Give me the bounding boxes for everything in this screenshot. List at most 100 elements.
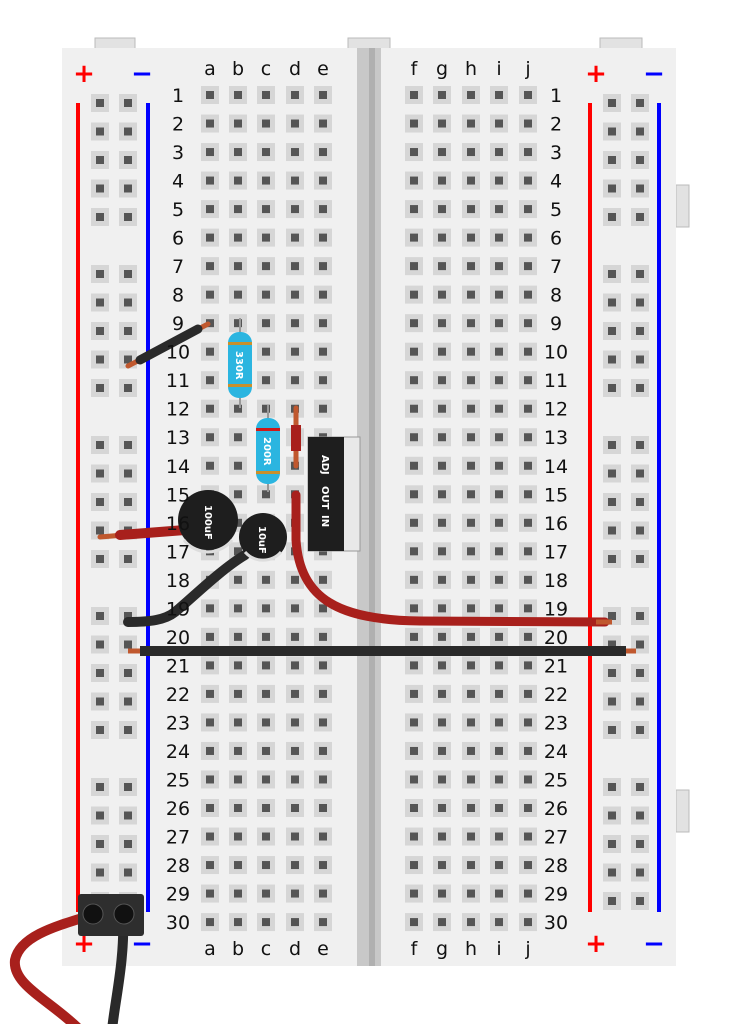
rail-hole-right-plus[interactable] bbox=[603, 350, 621, 369]
hole-i9[interactable] bbox=[490, 314, 508, 333]
rail-hole-left-plus[interactable] bbox=[91, 493, 109, 511]
hole-b3[interactable] bbox=[229, 143, 247, 162]
rail-hole-left-minus[interactable] bbox=[119, 835, 137, 853]
rail-hole-left-plus[interactable] bbox=[91, 664, 109, 682]
hole-i21[interactable] bbox=[490, 656, 508, 675]
hole-e21[interactable] bbox=[314, 656, 332, 675]
hole-h22[interactable] bbox=[462, 684, 480, 703]
hole-b18[interactable] bbox=[229, 570, 247, 589]
hole-j11[interactable] bbox=[519, 371, 537, 390]
hole-f2[interactable] bbox=[405, 114, 423, 133]
hole-f3[interactable] bbox=[405, 143, 423, 162]
hole-i29[interactable] bbox=[490, 884, 508, 903]
hole-i12[interactable] bbox=[490, 399, 508, 418]
hole-j25[interactable] bbox=[519, 770, 537, 789]
hole-a8[interactable] bbox=[201, 285, 219, 304]
hole-a13[interactable] bbox=[201, 428, 219, 447]
rail-hole-right-plus[interactable] bbox=[603, 122, 621, 141]
hole-h7[interactable] bbox=[462, 257, 480, 276]
rail-hole-left-plus[interactable] bbox=[91, 835, 109, 853]
hole-f19[interactable] bbox=[405, 599, 423, 618]
hole-e4[interactable] bbox=[314, 171, 332, 190]
rail-hole-left-plus[interactable] bbox=[91, 94, 109, 112]
hole-d26[interactable] bbox=[286, 799, 304, 817]
rail-hole-left-plus[interactable] bbox=[91, 550, 109, 568]
hole-g14[interactable] bbox=[433, 456, 451, 475]
rail-hole-left-minus[interactable] bbox=[119, 436, 137, 454]
hole-j26[interactable] bbox=[519, 799, 537, 817]
hole-d1[interactable] bbox=[286, 86, 304, 104]
hole-h13[interactable] bbox=[462, 428, 480, 447]
hole-i27[interactable] bbox=[490, 827, 508, 846]
hole-b29[interactable] bbox=[229, 884, 247, 903]
hole-f30[interactable] bbox=[405, 913, 423, 932]
hole-e5[interactable] bbox=[314, 200, 332, 219]
hole-f5[interactable] bbox=[405, 200, 423, 219]
hole-i5[interactable] bbox=[490, 200, 508, 219]
hole-j10[interactable] bbox=[519, 342, 537, 361]
hole-c19[interactable] bbox=[257, 599, 275, 618]
hole-g30[interactable] bbox=[433, 913, 451, 932]
hole-g18[interactable] bbox=[433, 570, 451, 589]
hole-g23[interactable] bbox=[433, 713, 451, 732]
hole-j14[interactable] bbox=[519, 456, 537, 475]
voltage-regulator[interactable]: ADJ OUT IN bbox=[307, 436, 361, 552]
hole-e9[interactable] bbox=[314, 314, 332, 333]
rail-hole-left-minus[interactable] bbox=[119, 806, 137, 825]
hole-e11[interactable] bbox=[314, 371, 332, 390]
hole-g19[interactable] bbox=[433, 599, 451, 618]
hole-e12[interactable] bbox=[314, 399, 332, 418]
hole-e22[interactable] bbox=[314, 684, 332, 703]
hole-i19[interactable] bbox=[490, 599, 508, 618]
hole-i28[interactable] bbox=[490, 856, 508, 875]
hole-d23[interactable] bbox=[286, 713, 304, 732]
rail-hole-left-plus[interactable] bbox=[91, 322, 109, 340]
hole-i7[interactable] bbox=[490, 257, 508, 276]
hole-f13[interactable] bbox=[405, 428, 423, 447]
rail-hole-left-plus[interactable] bbox=[91, 863, 109, 882]
hole-a28[interactable] bbox=[201, 856, 219, 875]
hole-a1[interactable] bbox=[201, 86, 219, 104]
rail-hole-right-minus[interactable] bbox=[631, 692, 649, 711]
rail-hole-right-minus[interactable] bbox=[631, 835, 649, 853]
hole-h27[interactable] bbox=[462, 827, 480, 846]
power-connector[interactable] bbox=[9, 894, 144, 1024]
rail-hole-right-minus[interactable] bbox=[631, 806, 649, 825]
rail-hole-right-plus[interactable] bbox=[603, 721, 621, 739]
rail-hole-right-plus[interactable] bbox=[603, 293, 621, 312]
hole-h5[interactable] bbox=[462, 200, 480, 219]
hole-c1[interactable] bbox=[257, 86, 275, 104]
hole-j24[interactable] bbox=[519, 741, 537, 760]
hole-c21[interactable] bbox=[257, 656, 275, 675]
hole-i18[interactable] bbox=[490, 570, 508, 589]
capacitor-100uf[interactable]: 100uF bbox=[178, 490, 238, 554]
hole-f29[interactable] bbox=[405, 884, 423, 903]
rail-hole-left-plus[interactable] bbox=[91, 607, 109, 625]
hole-f6[interactable] bbox=[405, 228, 423, 247]
hole-b9[interactable] bbox=[229, 314, 247, 333]
rail-hole-right-minus[interactable] bbox=[631, 892, 649, 910]
hole-i26[interactable] bbox=[490, 799, 508, 817]
hole-e30[interactable] bbox=[314, 913, 332, 932]
hole-b21[interactable] bbox=[229, 656, 247, 675]
rail-hole-right-plus[interactable] bbox=[603, 151, 621, 169]
hole-f27[interactable] bbox=[405, 827, 423, 846]
rail-hole-left-minus[interactable] bbox=[119, 778, 137, 796]
rail-hole-right-minus[interactable] bbox=[631, 550, 649, 568]
hole-j20[interactable] bbox=[519, 627, 537, 646]
hole-e29[interactable] bbox=[314, 884, 332, 903]
black-wire-cap-to-rail[interactable] bbox=[123, 550, 250, 627]
hole-d19[interactable] bbox=[286, 599, 304, 618]
hole-j17[interactable] bbox=[519, 542, 537, 561]
rail-hole-right-minus[interactable] bbox=[631, 664, 649, 682]
rail-hole-left-minus[interactable] bbox=[119, 179, 137, 198]
hole-c23[interactable] bbox=[257, 713, 275, 732]
hole-a12[interactable] bbox=[201, 399, 219, 418]
hole-f15[interactable] bbox=[405, 485, 423, 504]
hole-a14[interactable] bbox=[201, 456, 219, 475]
rail-hole-right-plus[interactable] bbox=[603, 379, 621, 397]
hole-h6[interactable] bbox=[462, 228, 480, 247]
hole-i16[interactable] bbox=[490, 513, 508, 532]
hole-a24[interactable] bbox=[201, 741, 219, 760]
hole-f4[interactable] bbox=[405, 171, 423, 190]
